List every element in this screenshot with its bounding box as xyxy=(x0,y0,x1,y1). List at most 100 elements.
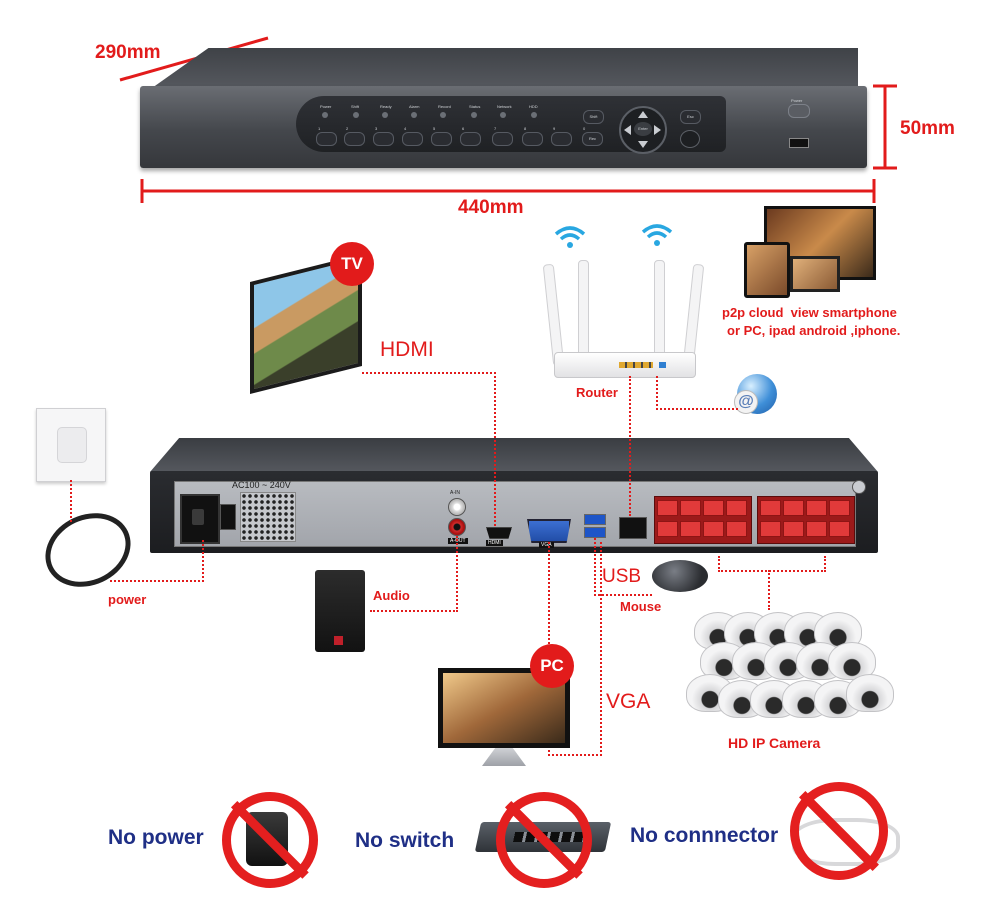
tv-badge-label: TV xyxy=(341,254,363,273)
poe-port[interactable] xyxy=(829,500,850,516)
poe-port[interactable] xyxy=(829,521,850,537)
poe-port[interactable] xyxy=(680,521,701,537)
no-power-prohibited-icon xyxy=(222,792,318,888)
front-number-9: 9 xyxy=(553,126,556,131)
arrow-right-icon[interactable] xyxy=(654,125,661,135)
led-record xyxy=(440,112,446,118)
front-button-9[interactable] xyxy=(551,132,572,146)
indicator-status-label: Status xyxy=(469,104,481,109)
poe-port[interactable] xyxy=(726,500,747,516)
internet-connection-line xyxy=(656,376,738,410)
router-body xyxy=(554,352,696,378)
poe-port[interactable] xyxy=(726,521,747,537)
led-alarm xyxy=(411,112,417,118)
hdmi-connection-line-vertical xyxy=(494,372,496,526)
front-number-5: 5 xyxy=(433,126,436,131)
poe-port[interactable] xyxy=(657,521,678,537)
audio-in-port[interactable] xyxy=(448,498,466,516)
p2p-label-line2: or PC, ipad android ,iphone. xyxy=(727,323,901,338)
ground-screw-icon xyxy=(852,480,866,494)
router-lan-ports xyxy=(619,362,653,368)
front-button-4[interactable] xyxy=(402,132,423,146)
usb-port-2[interactable] xyxy=(584,527,606,538)
shift-button-label: Shift xyxy=(589,114,598,119)
front-button-5[interactable] xyxy=(431,132,452,146)
nvr-front-top xyxy=(152,48,858,88)
front-number-1: 1 xyxy=(318,126,321,131)
poe-port[interactable] xyxy=(657,500,678,516)
power-cord-connection-line xyxy=(70,480,72,522)
front-power-label: Power xyxy=(791,98,803,103)
poe-port[interactable] xyxy=(783,500,804,516)
poe-port[interactable] xyxy=(806,521,827,537)
inlet-pins xyxy=(192,509,204,525)
usb-port-1[interactable] xyxy=(584,514,606,525)
power-label: power xyxy=(108,592,147,607)
camera-connection-bracket xyxy=(718,556,826,572)
arrow-left-icon[interactable] xyxy=(624,125,631,135)
height-dimension-line xyxy=(873,84,897,170)
front-rec-button[interactable]: Rec xyxy=(582,132,603,146)
audio-in-label: A-IN xyxy=(450,490,460,496)
no-switch-label: No switch xyxy=(355,829,455,852)
enter-button[interactable]: Enter xyxy=(634,122,652,136)
front-number-0: 0 xyxy=(583,126,586,131)
front-button-8[interactable] xyxy=(522,132,543,146)
front-button-3[interactable] xyxy=(373,132,394,146)
front-number-6: 6 xyxy=(462,126,465,131)
poe-port[interactable] xyxy=(760,500,781,516)
front-power-button[interactable] xyxy=(788,104,810,118)
led-hdd xyxy=(531,112,537,118)
indicator-alarm-label: Alarm xyxy=(409,104,420,109)
ac-power-inlet[interactable] xyxy=(180,494,220,544)
email-at-icon: @ xyxy=(734,390,758,414)
front-number-4: 4 xyxy=(404,126,407,131)
front-button-1[interactable] xyxy=(316,132,337,146)
hd-ip-camera-label: HD IP Camera xyxy=(728,735,821,751)
front-button-2[interactable] xyxy=(344,132,365,146)
led-power xyxy=(322,112,328,118)
esc-button-label: Esc xyxy=(687,114,694,119)
rear-power-switch[interactable] xyxy=(220,504,236,530)
poe-port[interactable] xyxy=(703,521,724,537)
front-button-7[interactable] xyxy=(492,132,513,146)
poe-port[interactable] xyxy=(806,500,827,516)
hdmi-port-label: HDMI xyxy=(486,540,503,546)
power-rating-label: AC100 ~ 240V xyxy=(232,480,291,490)
poe-port[interactable] xyxy=(680,500,701,516)
jog-wheel-icon[interactable] xyxy=(680,130,700,148)
poe-port[interactable] xyxy=(783,521,804,537)
front-shift-button[interactable]: Shift xyxy=(583,110,604,124)
indicator-shift-label: Shift xyxy=(351,104,360,109)
front-button-6[interactable] xyxy=(460,132,481,146)
hdmi-connection-line xyxy=(362,372,496,374)
direction-pad[interactable]: Enter xyxy=(619,106,667,154)
depth-dimension-label: 290mm xyxy=(95,42,161,63)
ip-camera xyxy=(846,674,894,712)
hdmi-port[interactable] xyxy=(486,527,512,539)
vga-port[interactable] xyxy=(527,519,571,543)
vga-port-label: VGA xyxy=(539,542,554,548)
front-usb-port[interactable] xyxy=(789,138,809,148)
arrow-up-icon[interactable] xyxy=(638,111,648,118)
laptop-device xyxy=(790,256,840,292)
front-esc-button[interactable]: Esc xyxy=(680,110,701,124)
no-connector-prohibited-icon xyxy=(790,782,888,880)
router-image xyxy=(540,256,710,378)
poe-port[interactable] xyxy=(703,500,724,516)
indicator-network-label: Network xyxy=(497,104,512,109)
mouse-image xyxy=(652,560,708,592)
indicator-hdd-label: HDD xyxy=(529,104,538,109)
front-number-3: 3 xyxy=(375,126,378,131)
poe-port[interactable] xyxy=(760,521,781,537)
power-connection-line xyxy=(110,540,204,582)
arrow-down-icon[interactable] xyxy=(638,141,648,148)
ethernet-port[interactable] xyxy=(619,517,647,539)
devices-image xyxy=(744,206,876,298)
enter-button-label: Enter xyxy=(638,126,648,131)
pc-badge-label: PC xyxy=(540,656,564,675)
indicator-ready-label: Ready xyxy=(380,104,392,109)
tv-badge: TV xyxy=(330,242,374,286)
audio-out-port[interactable] xyxy=(448,518,466,536)
pc-monitor-image xyxy=(438,668,570,748)
